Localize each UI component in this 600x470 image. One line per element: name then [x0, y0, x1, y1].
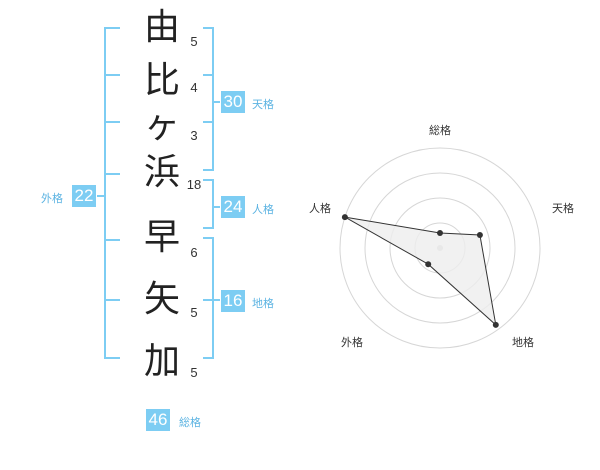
jinkaku-bracket	[203, 179, 220, 229]
stroke-count-4: 18	[186, 177, 202, 192]
stroke-count-5: 6	[190, 245, 198, 260]
jinkaku-value-badge: 24	[221, 196, 245, 218]
stroke-count-2: 4	[190, 80, 198, 95]
radar-point-jinkaku	[341, 214, 348, 221]
chikaku-bracket	[203, 237, 220, 359]
tenkaku-bracket	[203, 27, 220, 171]
radar-point-soukaku	[437, 230, 443, 236]
radar-label-chikaku: 地格	[512, 335, 534, 349]
tenkaku-value-badge: 30	[221, 91, 245, 113]
stroke-count-7: 5	[190, 365, 198, 380]
radar-polygon	[344, 216, 497, 327]
name-char-6: 矢	[143, 279, 180, 320]
radar-label-soukaku: 総格	[429, 123, 451, 137]
chikaku-value-badge: 16	[221, 290, 245, 312]
name-char-4: 浜	[143, 152, 180, 193]
radar-point-chikaku	[492, 321, 499, 328]
chikaku-label: 地格	[252, 297, 274, 310]
gaikaku-bracket	[97, 27, 120, 359]
jinkaku-label: 人格	[252, 203, 274, 216]
radar-point-gaikaku	[425, 261, 432, 268]
gaikaku-label: 外格	[41, 192, 63, 205]
radar-ring-2	[389, 197, 491, 299]
name-char-3: ヶ	[143, 105, 180, 146]
radar-label-jinkaku: 人格	[309, 201, 331, 215]
name-char-7: 加	[143, 341, 180, 382]
radar-chart	[339, 147, 541, 349]
name-char-1: 由	[143, 7, 180, 48]
name-char-5: 早	[143, 217, 180, 258]
stroke-count-1: 5	[190, 34, 198, 49]
tenkaku-label: 天格	[252, 98, 274, 111]
radar-label-gaikaku: 外格	[341, 335, 363, 349]
radar-point-tenkaku	[476, 232, 483, 238]
gaikaku-value-badge: 22	[72, 185, 96, 207]
radar-ring-3	[364, 172, 516, 324]
soukaku-label: 総格	[179, 416, 201, 429]
radar-label-tenkaku: 天格	[552, 201, 574, 215]
radar-ring-4	[339, 147, 541, 349]
soukaku-value-badge: 46	[146, 409, 170, 431]
name-char-2: 比	[143, 60, 180, 101]
stroke-count-3: 3	[190, 128, 198, 143]
stroke-count-6: 5	[190, 305, 198, 320]
